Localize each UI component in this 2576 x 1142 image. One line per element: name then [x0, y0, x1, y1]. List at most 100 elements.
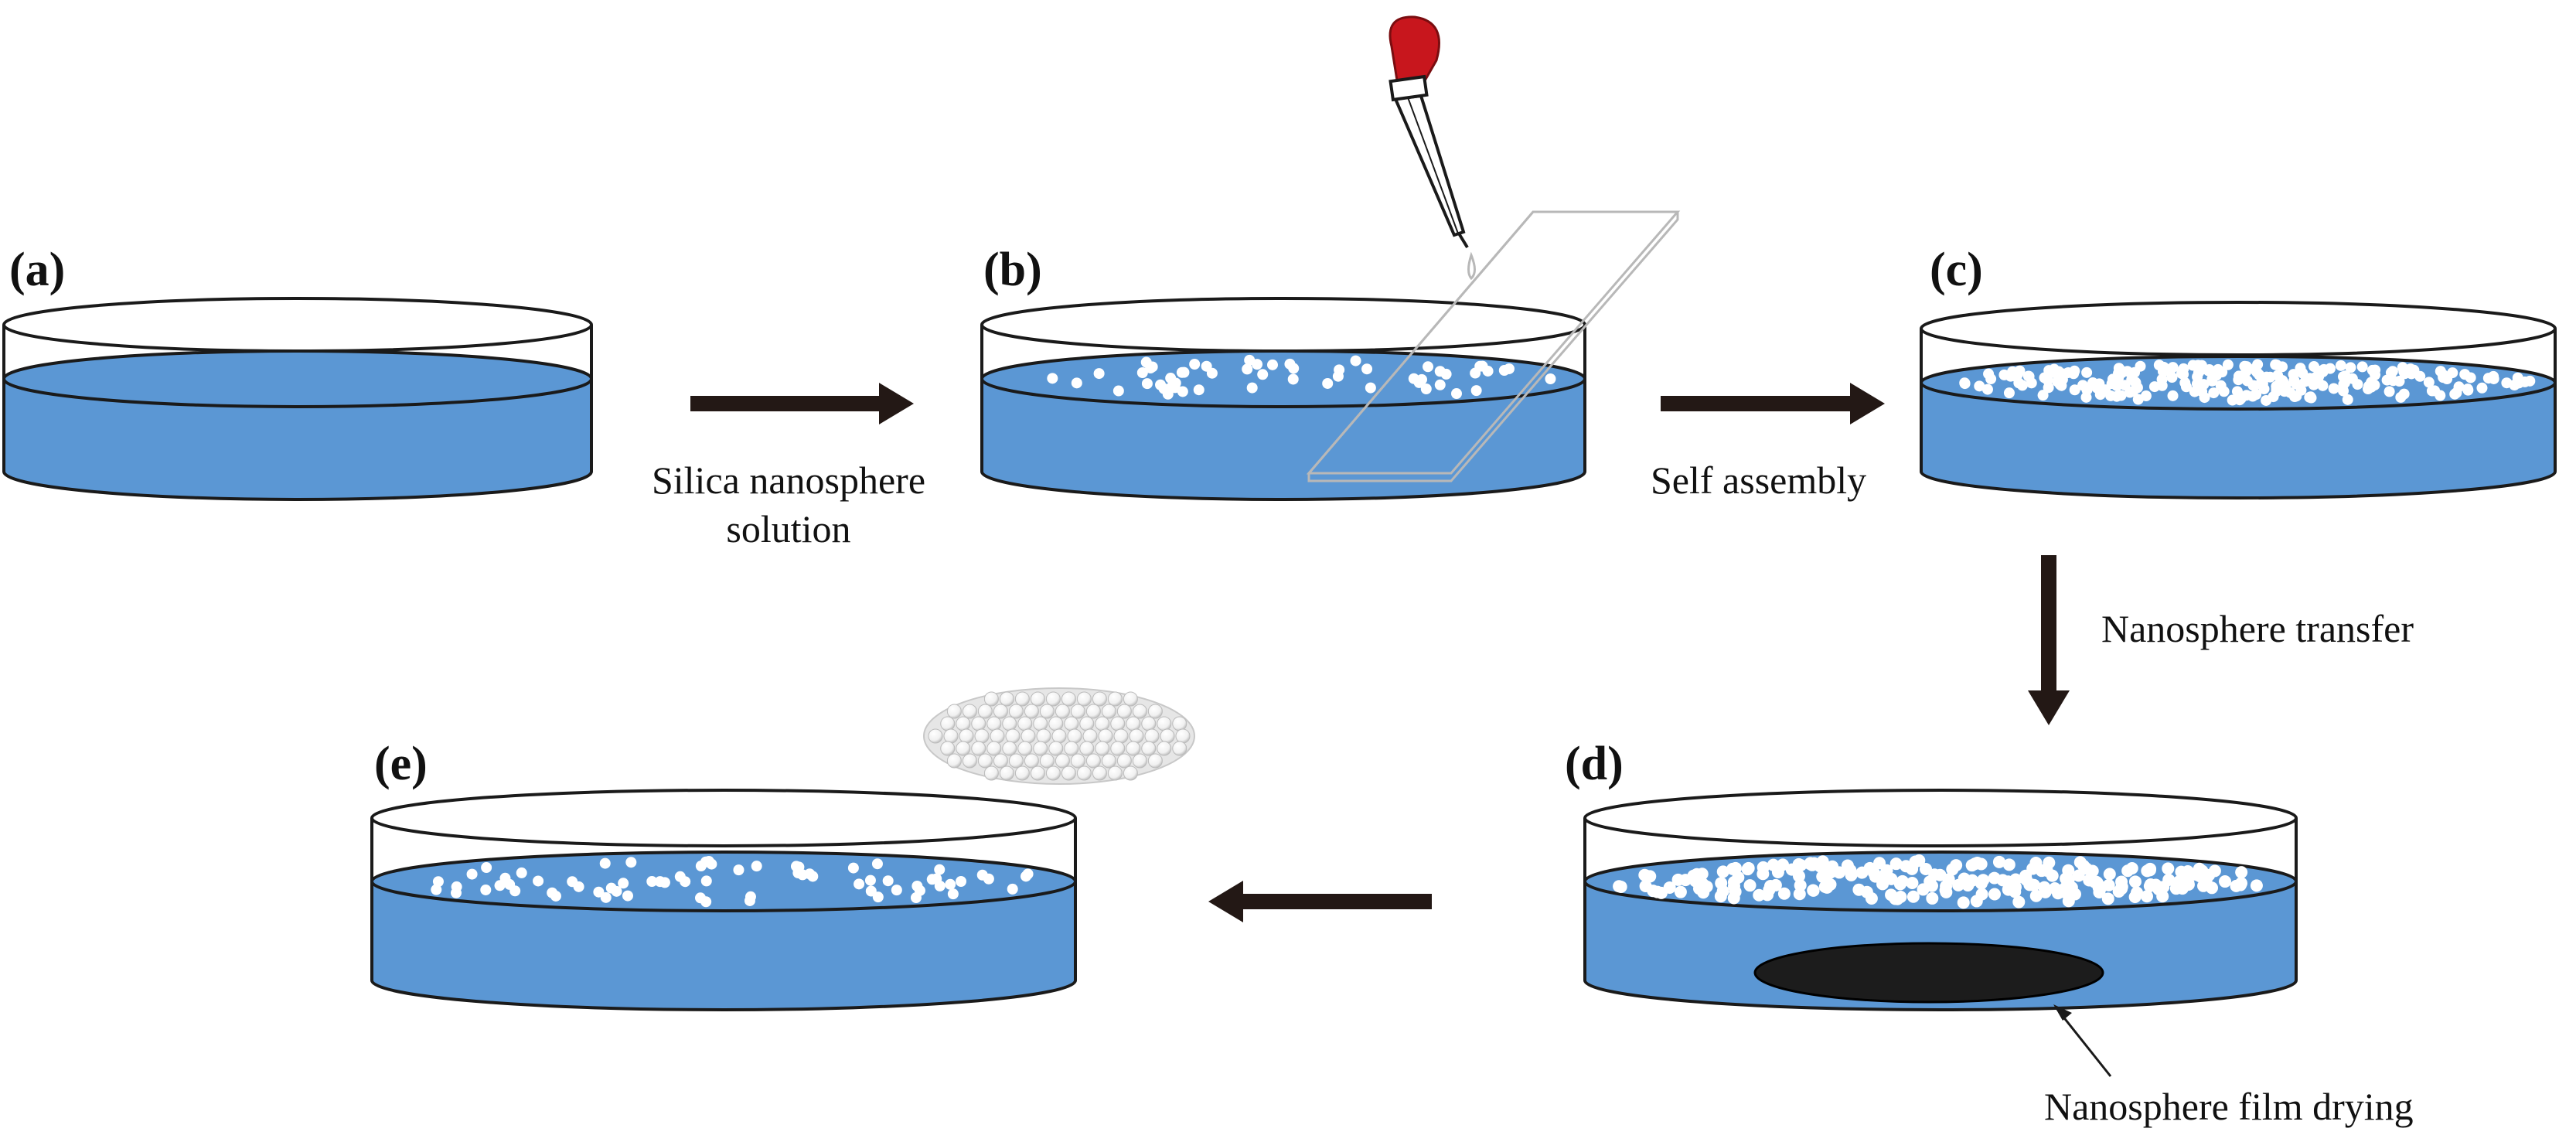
nanosphere [807, 871, 819, 882]
nanosphere [2258, 383, 2270, 394]
film-sphere [1101, 753, 1116, 769]
film-sphere [983, 691, 999, 707]
nanosphere [2156, 373, 2168, 385]
film-sphere [1147, 753, 1163, 769]
film-sphere [993, 704, 1008, 719]
nanosphere [700, 896, 712, 908]
nanosphere [1970, 895, 1983, 908]
nanosphere [1818, 880, 1831, 893]
nanosphere [1940, 880, 1953, 893]
nanosphere [1928, 868, 1941, 881]
nanosphere [945, 878, 956, 890]
nanosphere [2512, 372, 2523, 384]
dish-d-bottom [1583, 980, 2298, 1011]
film-sphere [1076, 765, 1092, 781]
step-caption-transfer: Nanosphere transfer [2101, 607, 2414, 650]
nanosphere [2352, 379, 2363, 390]
nanosphere [1743, 879, 1757, 892]
nanosphere [1958, 873, 1971, 886]
callout-leader-head [2053, 1004, 2072, 1021]
film-sphere [943, 728, 959, 744]
nanosphere [2060, 872, 2073, 885]
nanosphere [2215, 380, 2227, 391]
nanosphere [1977, 874, 1990, 887]
film-sphere [1116, 704, 1132, 719]
film-sphere [1002, 716, 1017, 731]
film-sphere [1055, 704, 1070, 719]
nanosphere [2080, 391, 2092, 403]
nanosphere [2196, 864, 2209, 878]
nanosphere [2342, 394, 2353, 405]
callout-film-drying: Nanosphere film drying [2044, 1085, 2414, 1128]
nanosphere [2068, 368, 2080, 380]
nanosphere [2270, 359, 2281, 370]
film-sphere [946, 704, 962, 719]
film-sphere [1132, 704, 1147, 719]
nanosphere [2395, 391, 2407, 403]
nanosphere [567, 876, 578, 888]
nanosphere [2338, 385, 2349, 397]
dish-e-bottom [370, 980, 1077, 1011]
nanosphere [2247, 380, 2259, 391]
film-sphere [1021, 728, 1036, 744]
nanosphere [2026, 862, 2039, 875]
nanosphere-film [1753, 942, 2104, 1004]
nanosphere [1889, 892, 1902, 905]
film-sphere [1002, 741, 1017, 756]
nanosphere [1416, 373, 1427, 385]
dish-c-nanospheres [1959, 359, 2536, 406]
lifted-film [923, 687, 1195, 785]
nanosphere [1322, 377, 1334, 389]
nanosphere [2247, 390, 2258, 402]
step-caption-silica-line2: solution [726, 506, 851, 551]
film-sphere [940, 741, 956, 756]
nanosphere [2239, 360, 2251, 372]
nanosphere [2324, 363, 2336, 374]
nanosphere [1906, 876, 1919, 889]
nanosphere [2144, 878, 2157, 891]
dish-b-rim [980, 297, 1586, 353]
dish-c [1920, 301, 2557, 499]
nanosphere [1477, 360, 1488, 372]
nanosphere [1885, 872, 1898, 885]
nanosphere [2222, 359, 2234, 370]
film-sphere [1039, 753, 1055, 769]
nanosphere [1925, 879, 1938, 892]
nanosphere [2291, 390, 2302, 402]
film-sphere [1008, 704, 1024, 719]
film-sphere [1110, 741, 1126, 756]
nanosphere [865, 885, 877, 897]
film-sphere [1061, 691, 1076, 707]
nanosphere [1996, 874, 2009, 887]
film-sphere [1048, 716, 1064, 731]
callout-leader-line [2055, 1007, 2112, 1077]
nanosphere [847, 862, 859, 874]
nanosphere [2162, 862, 2175, 875]
nanosphere [1145, 363, 1157, 374]
nanosphere [2297, 367, 2309, 379]
film-sphere [1144, 728, 1160, 744]
dropper-tip [1457, 232, 1469, 249]
film-sphere [1107, 765, 1123, 781]
nanosphere [1824, 866, 1837, 879]
nanosphere [2254, 369, 2265, 380]
nanosphere [2404, 363, 2416, 375]
dish-e-rim [370, 789, 1077, 847]
nanosphere [2023, 878, 2036, 891]
nanosphere [451, 881, 462, 892]
dish-b-water [982, 379, 1585, 499]
nanosphere [1022, 868, 1034, 880]
film-sphere [1033, 716, 1048, 731]
nanosphere [1992, 855, 2005, 868]
nanosphere [2227, 394, 2238, 406]
nanosphere [2191, 378, 2203, 390]
nanosphere [1807, 884, 1820, 897]
nanosphere [2087, 377, 2099, 389]
film-sphere [1045, 765, 1061, 781]
nanosphere [2199, 392, 2210, 404]
film-sphere [977, 753, 993, 769]
nanosphere [2126, 373, 2138, 385]
nanosphere [2140, 390, 2152, 402]
nanosphere [1869, 870, 1882, 883]
nanosphere [1440, 368, 1452, 380]
